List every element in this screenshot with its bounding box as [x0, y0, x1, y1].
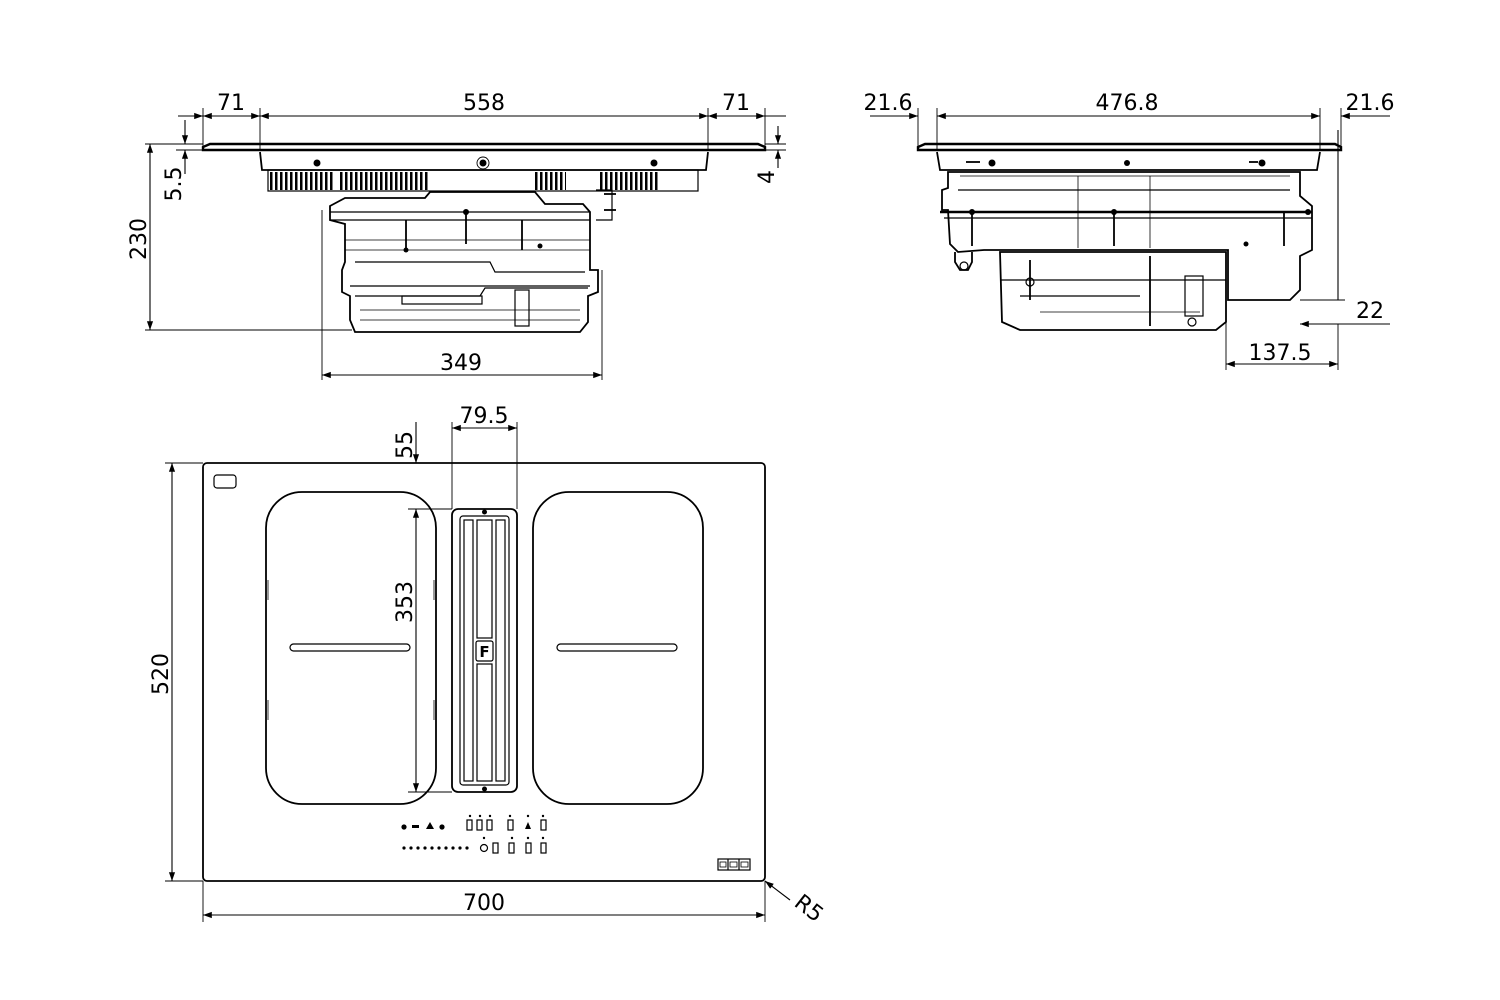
top-dim-duct-width: 79.5: [460, 404, 509, 429]
status-indicator: [213, 474, 237, 489]
digital-display: [717, 858, 751, 871]
duct-logo: F: [479, 643, 489, 661]
side-glass-top: [916, 142, 1343, 152]
front-grill-far-right: [600, 172, 660, 190]
control-panel[interactable]: [401, 814, 547, 854]
front-dim-left-margin: 71: [217, 91, 245, 116]
top-view: F: [202, 462, 766, 882]
side-motor-box: [999, 251, 1227, 331]
top-dim-corner-radius: R5: [789, 890, 827, 928]
front-dim-frame-step: 4: [755, 170, 780, 184]
top-dim-zone-height: 353: [393, 581, 418, 623]
side-dim-bottom-step: 22: [1356, 299, 1384, 324]
top-view-dimensions: 79.5 55 353 520 700 R5: [149, 404, 828, 928]
front-dim-body-width: 349: [440, 351, 482, 376]
side-dim-rear-depth: 137.5: [1249, 341, 1312, 366]
power-icon[interactable]: [479, 843, 489, 853]
front-grill-right: [534, 172, 566, 190]
front-grill-mid: [338, 172, 428, 190]
front-grill-left: [268, 172, 334, 190]
top-dim-width: 700: [463, 891, 505, 916]
extraction-duct[interactable]: F: [451, 508, 518, 793]
side-dim-right-offset: 21.6: [1346, 91, 1395, 116]
side-view-dimensions: 21.6 476.8 21.6 22 137.5: [864, 91, 1395, 370]
front-dim-total-height: 230: [127, 218, 152, 260]
zone-right-bridge-bar: [556, 643, 678, 652]
cooktop-outline: [202, 462, 766, 882]
front-glass-top: [201, 142, 767, 152]
zone-left-bridge-bar: [289, 643, 411, 652]
side-view: [916, 142, 1343, 331]
front-hood-body: [329, 191, 599, 333]
front-view-dimensions: 71 558 71 5.5 230 4 349: [127, 91, 786, 380]
side-housing: [941, 171, 1313, 301]
front-dim-glass-thickness: 5.5: [162, 167, 187, 202]
side-frame: [936, 151, 1321, 171]
front-view: [201, 142, 767, 333]
side-dim-width: 476.8: [1096, 91, 1159, 116]
top-dim-duct-offset: 55: [393, 431, 418, 459]
cooking-zone-left: [265, 491, 437, 805]
side-dim-left-offset: 21.6: [864, 91, 913, 116]
top-dim-depth: 520: [149, 653, 174, 695]
front-dim-right-margin: 71: [722, 91, 750, 116]
front-dim-inner-width: 558: [463, 91, 505, 116]
cooking-zone-right: [532, 491, 704, 805]
